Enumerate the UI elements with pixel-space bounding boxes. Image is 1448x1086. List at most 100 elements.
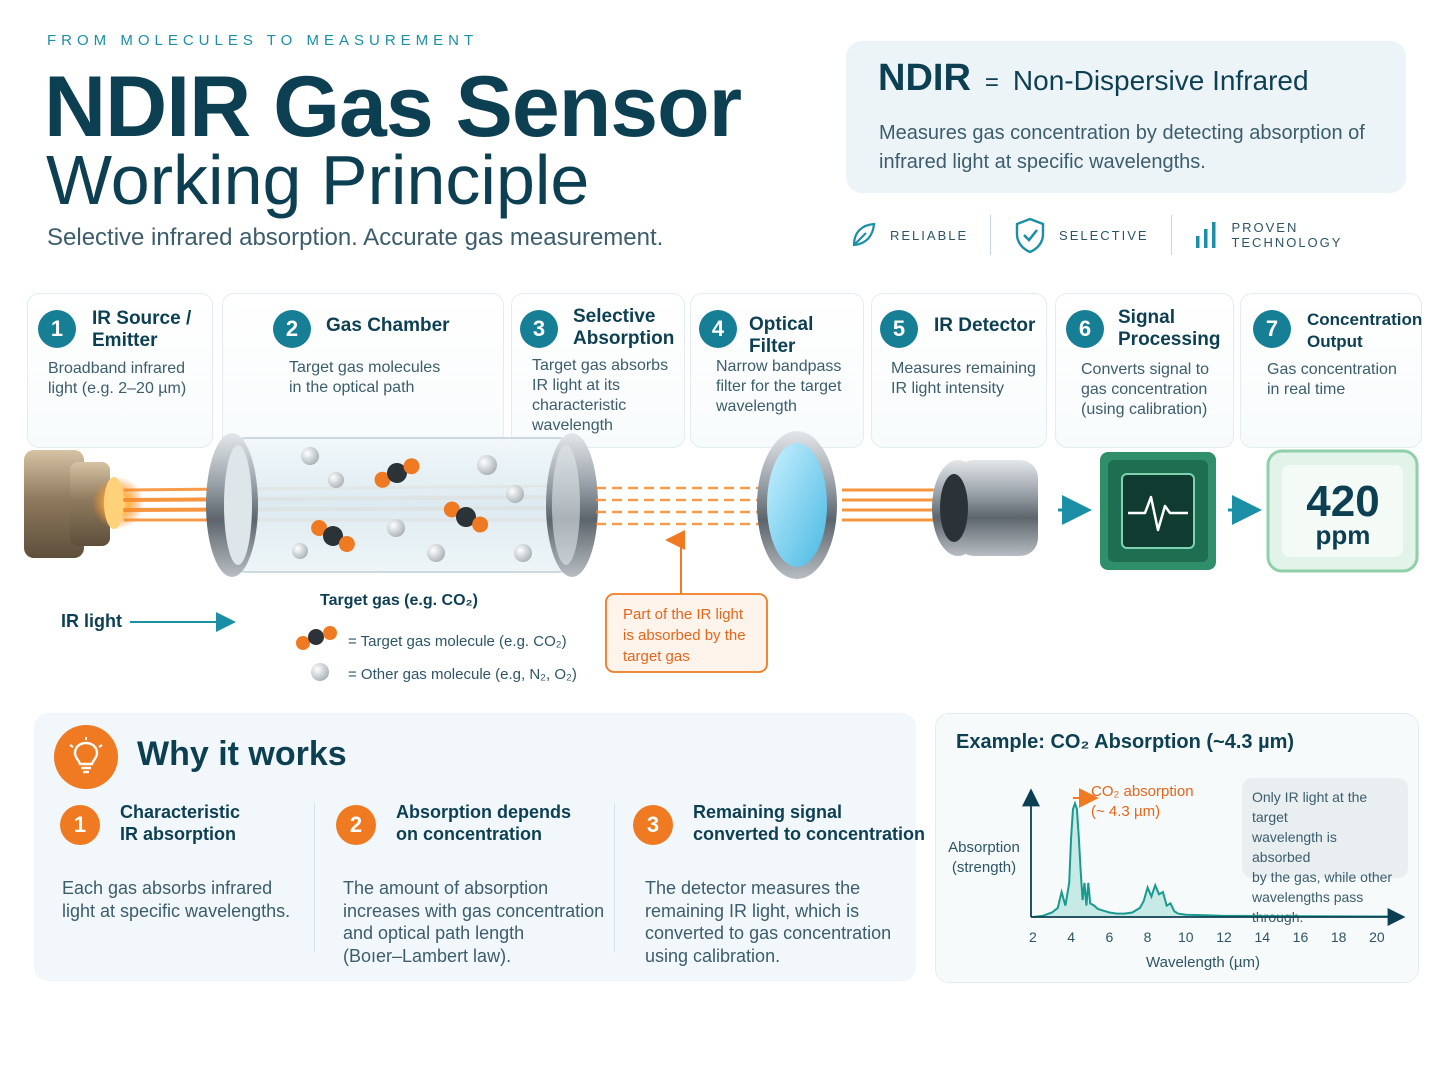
step-description: Target gas absorbs IR light at its chara…: [532, 357, 669, 434]
feature-list: RELIABLE SELECTIVE PROVEN TECHNOLOGY: [848, 212, 1408, 258]
feature-label: PROVEN TECHNOLOGY: [1231, 220, 1343, 250]
feature-reliable: RELIABLE: [848, 220, 990, 250]
feature-label: RELIABLE: [890, 227, 969, 243]
spectrum-area: [1032, 803, 1396, 917]
callout-line: Part of the IR light: [623, 606, 744, 623]
step-description: Converts signal to gas concentration (us…: [1081, 361, 1210, 418]
shield-check-icon: [1015, 217, 1045, 254]
absorption-callout: Part of the IR light is absorbed by the …: [605, 593, 768, 673]
step-number: 6: [1066, 310, 1104, 348]
example-title: Example: CO₂ Absorption (~4.3 µm): [956, 731, 1295, 753]
step-number: 2: [273, 310, 311, 348]
step-card-optical-filter: 4 Optical Filter Narrow bandpass filter …: [690, 293, 864, 448]
step-title: Signal Processing: [1118, 307, 1221, 350]
step-description: Broadband infrared light (e.g. 2–20 µm): [48, 360, 187, 397]
why-heading: Characteristic IR absorption: [120, 802, 241, 844]
why-heading: Absorption depends on concentration: [396, 802, 571, 844]
feature-proven: PROVEN TECHNOLOGY: [1193, 220, 1408, 250]
definition-abbr: NDIR: [878, 57, 971, 99]
definition-equals: =: [984, 69, 999, 96]
spectrum-line: [1032, 800, 1396, 918]
why-text: Each gas absorbs infrared light at speci…: [62, 878, 291, 921]
step-number: 3: [520, 310, 558, 348]
filtered-beam: [842, 488, 942, 522]
legend-target-gas: = Target gas molecule (e.g. CO₂): [296, 626, 567, 650]
optical-filter: [757, 431, 837, 579]
legend-target-text: = Target gas molecule (e.g. CO₂): [348, 633, 567, 650]
callout-line: target gas: [623, 648, 690, 665]
feature-selective: SELECTIVE: [1013, 216, 1171, 254]
page-title: NDIR Gas Sensor: [44, 59, 742, 155]
step-description: Measures remaining IR light intensity: [891, 360, 1036, 397]
ir-light-label: IR light: [61, 611, 122, 631]
step-card-gas-chamber: 2 Gas Chamber Target gas molecules in th…: [222, 293, 504, 448]
x-tick-label: 10: [1178, 929, 1194, 945]
ir-emitter: [24, 450, 144, 558]
step-card-ir-detector: 5 IR Detector Measures remaining IR ligh…: [871, 293, 1047, 448]
step-title: IR Detector: [934, 315, 1036, 336]
y-axis-label: Absorption: [948, 839, 1020, 856]
step-card-concentration-output: 7 Concentration Output Gas concentration…: [1240, 293, 1422, 448]
step-number: 1: [38, 310, 76, 348]
other-molecules: [292, 447, 532, 562]
step-title: IR Source / Emitter: [92, 308, 192, 351]
ir-detector: [932, 460, 1038, 556]
why-number: 1: [60, 805, 100, 845]
why-heading: Remaining signal converted to concentrat…: [693, 802, 926, 844]
step-title: Selective Absorption: [573, 306, 675, 349]
absorbed-beam: [596, 486, 766, 526]
callout-line: is absorbed by the: [623, 627, 746, 644]
why-text: The detector measures the remaining IR l…: [645, 878, 892, 966]
x-tick-label: 14: [1254, 929, 1270, 945]
lightbulb-icon: [54, 725, 118, 789]
tagline: Selective infrared absorption. Accurate …: [47, 224, 664, 251]
step-number: 5: [880, 310, 918, 348]
y-axis-label: (strength): [952, 859, 1016, 876]
x-axis-label: Wavelength (µm): [1146, 954, 1260, 971]
step-description: Gas concentration in real time: [1267, 361, 1397, 398]
x-tick-label: 6: [1105, 929, 1113, 945]
definition-full: Non-Dispersive Infrared: [1012, 65, 1309, 96]
step-description: Narrow bandpass filter for the target wa…: [716, 358, 842, 415]
x-tick-label: 16: [1293, 929, 1309, 945]
step-title: Gas Chamber: [326, 315, 450, 336]
bar-chart-icon: [1196, 222, 1216, 248]
co2-molecules: [311, 458, 489, 552]
step-title: Concentration Output: [1307, 310, 1423, 351]
step-title: Optical Filter: [749, 314, 814, 357]
annotation-label: (~ 4.3 µm): [1091, 803, 1160, 820]
kicker: FROM MOLECULES TO MEASUREMENT: [47, 32, 479, 49]
why-it-works-panel: Why it works 1 Characteristic IR absorpt…: [34, 713, 925, 981]
output-unit: ppm: [1316, 520, 1371, 550]
leaf-icon: [852, 222, 876, 247]
example-note: Only IR light at the target wavelength i…: [1242, 778, 1408, 925]
feature-label: SELECTIVE: [1059, 227, 1149, 243]
x-tick-label: 12: [1216, 929, 1232, 945]
step-card-signal-processing: 6 Signal Processing Converts signal to g…: [1055, 293, 1234, 448]
step-card-selective-absorption: 3 Selective Absorption Target gas absorb…: [511, 293, 685, 448]
annotation-label: CO₂ absorption: [1091, 783, 1194, 800]
concentration-display: 420 ppm: [1266, 449, 1419, 573]
target-gas-label: Target gas (e.g. CO₂): [320, 592, 478, 609]
why-title: Why it works: [137, 735, 347, 773]
gas-chamber: [206, 433, 598, 577]
x-tick-label: 4: [1067, 929, 1075, 945]
step-card-ir-source: 1 IR Source / Emitter Broadband infrared…: [27, 293, 213, 448]
signal-processor-chip: [1100, 452, 1216, 570]
step-number: 4: [699, 310, 737, 348]
x-tick-label: 18: [1331, 929, 1347, 945]
definition-text: Measures gas concentration by detecting …: [879, 122, 1365, 173]
output-value: 420: [1306, 477, 1379, 526]
legend-other-gas: = Other gas molecule (e.g, N₂, O₂): [311, 663, 577, 683]
why-number: 3: [633, 805, 673, 845]
page-subtitle-title: Working Principle: [46, 141, 590, 219]
step-description: Target gas molecules in the optical path: [289, 359, 441, 396]
legend-other-text: = Other gas molecule (e.g, N₂, O₂): [348, 666, 577, 683]
x-tick-label: 8: [1144, 929, 1152, 945]
step-number: 7: [1253, 310, 1291, 348]
why-number: 2: [336, 805, 376, 845]
x-tick-label: 2: [1029, 929, 1037, 945]
why-text: The amount of absorption increases with …: [343, 878, 605, 966]
sensor-diagram: 420 ppm IR light Target gas (e.g. CO₂) =…: [24, 431, 1419, 683]
